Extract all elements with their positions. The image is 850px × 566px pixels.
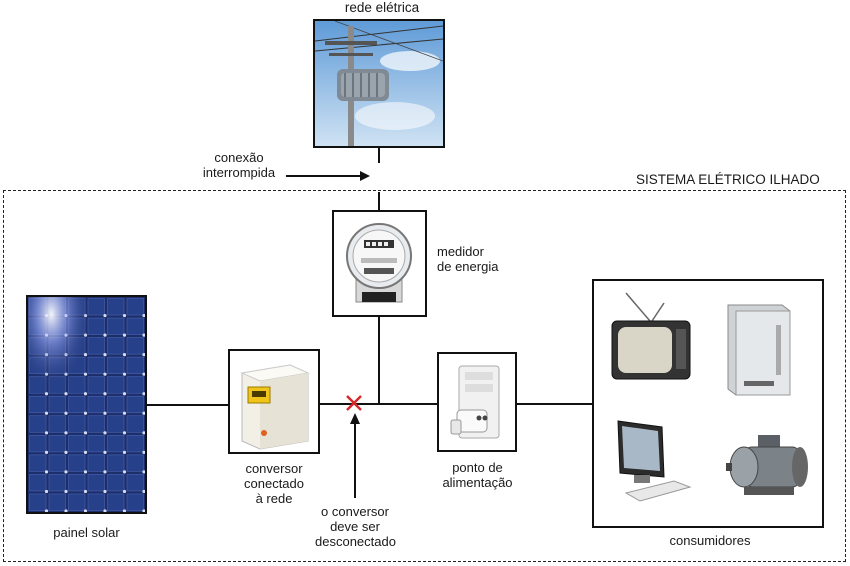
meter-label: medidor de energia [437,244,498,274]
utility-pole-transformer-icon [315,21,443,146]
connection-label: conexão interrompida [196,150,282,180]
meter-label-line1: medidor [437,244,484,259]
meter-label-line2: de energia [437,259,499,274]
consumers-box [592,279,824,528]
inverter-label-line2: conectado [244,476,304,491]
connection-label-line2: interrompida [202,165,276,180]
solar-label: painel solar [53,525,120,540]
television-icon [611,292,691,380]
island-system-boundary [3,190,846,562]
energy-meter-icon [346,223,412,303]
consumers-label: consumidores [669,533,751,548]
computer-icon [617,420,692,502]
warning-label-line3: desconectado [315,534,396,549]
solar-panel-icon [28,297,145,512]
wall-outlet-plug-icon [450,365,500,439]
warning-label-line1: o conversor [321,504,389,519]
refrigerator-icon [727,304,791,396]
inverter-label-line1: conversor [245,461,303,476]
meter-box [332,210,427,317]
outlet-label-line2: alimentação [442,475,513,490]
red-x-disconnect-icon [346,395,362,411]
warning-label-line2: deve ser [330,519,380,534]
outlet-label-line1: ponto de [452,460,503,475]
connection-label-line1: conexão [214,150,264,165]
consumer-devices [611,292,808,502]
grid-label: rede elétrica [344,0,420,15]
grid-pole-box [313,19,445,148]
inverter-box [228,349,320,454]
electric-motor-icon [726,435,808,495]
inverter-label: conversor conectado à rede [224,461,324,506]
outlet-box [437,352,517,452]
warning-label: o conversor deve ser desconectado [315,504,396,549]
system-title: SISTEMA ELÉTRICO ILHADO [636,172,820,187]
grid-tie-inverter-icon [240,364,310,450]
solar-panel-box [26,295,147,514]
outlet-label: ponto de alimentação [430,460,525,490]
inverter-label-line3: à rede [255,491,293,506]
